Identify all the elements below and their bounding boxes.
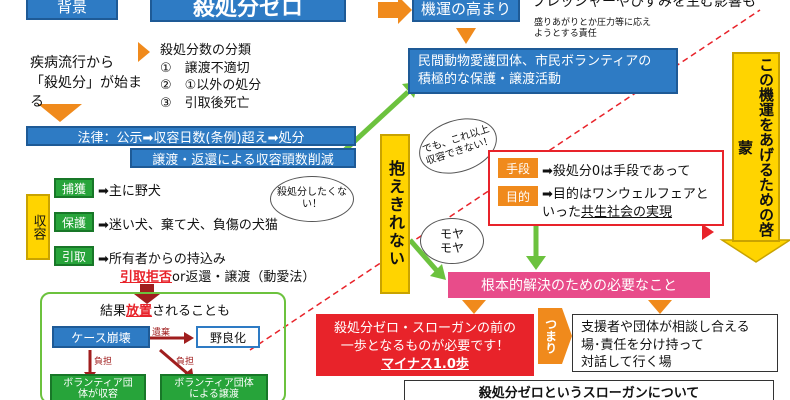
bubble-moya: モヤ モヤ (420, 218, 484, 264)
classification-item-3: ③ 引取後死亡 (160, 95, 250, 111)
feral-box: 野良化 (196, 326, 260, 348)
green-arrow-head-root (430, 264, 446, 280)
result-pre: 結果 (100, 304, 127, 319)
classification-item-1: ① 譲渡不適切 (160, 60, 250, 76)
refusal-text: 引取拒否 (120, 270, 173, 285)
classification-title: 殺処分数の分類 (160, 43, 252, 58)
protect-text: ➡迷い犬、棄て犬、負傷の犬猫 (98, 218, 278, 233)
result-text: 結果放置されることも (100, 300, 230, 319)
pressure-text: プレッシャーやひずみを生む影響も (532, 0, 756, 10)
means-label: 手段 (498, 158, 538, 178)
banner-arrow-head (719, 239, 790, 263)
volunteer-shelter-line-2: 体が収容 (78, 389, 118, 400)
take-label: 引取 (54, 246, 94, 266)
capture-label: 捕獲 (54, 178, 94, 198)
arrow-line-transfer (159, 348, 189, 376)
bottom-title: 殺処分ゼロというスローガンについて (404, 380, 774, 400)
result-em: 放置 (126, 304, 153, 319)
ngo-line-2: 積極的な保護・譲渡活動 (418, 72, 562, 88)
support-box: 支援者や団体が相談し合える 場･責任を分け持って 対話して行く場 (572, 314, 778, 372)
vertical-overload-label: 抱えきれない (380, 134, 410, 294)
goal-text: ➡目的はワンウェルフェアと いった共生社会の実現 (542, 186, 709, 222)
support-line-1: 支援者や団体が相談し合える (581, 320, 750, 335)
burden-label-2: 負担 (176, 357, 195, 367)
support-line-2: 場･責任を分け持って (581, 337, 704, 353)
volunteer-transfer-box: ボランティア団体 による譲渡 (160, 374, 268, 400)
goal-line-2-pre: いった (542, 205, 582, 221)
tsumari-label: つまり (543, 318, 558, 354)
volunteer-transfer-line-1: ボランティア団体 (174, 377, 254, 389)
orange-arrow-slogan (462, 300, 486, 314)
law-bar: 法律：公示➡収容日数(条例)超え➡処分 (26, 126, 356, 146)
orange-arrow-classification (138, 42, 150, 62)
abandon-label: 遺棄 (152, 328, 171, 338)
slogan-box: 殺処分ゼロ・スローガンの前の 一歩となるものが必要です！ マイナス1.0歩 (316, 314, 534, 376)
volunteer-shelter-box: ボランティア団 体が収容 (50, 374, 146, 400)
tsumari-arrow-shape (538, 308, 572, 364)
goal-label: 目的 (498, 186, 538, 206)
pressure-note: 盛りあがりとか圧力等に応えようとする責任 (534, 18, 652, 39)
origin-line-1: 疾病流行から (30, 55, 114, 71)
orange-arrow-momentum (378, 0, 412, 24)
origin-line-3: る (30, 94, 44, 111)
burden-label-1: 負担 (94, 357, 113, 367)
green-arrow-line-root (408, 238, 440, 274)
volunteer-shelter-line-1: ボランティア団 (63, 377, 133, 389)
result-panel (40, 292, 286, 400)
case-collapse-box: ケース崩壊 (52, 326, 150, 348)
red-arrow-result (134, 284, 160, 304)
momentum-label: 機運の高まり (412, 0, 520, 22)
volunteer-transfer-line-2: による譲渡 (189, 389, 239, 400)
background-label: 背景 (26, 0, 118, 20)
support-line-3: 対話して行く場 (581, 355, 672, 371)
awareness-banner: この機運をあげるための啓蒙 (732, 52, 780, 242)
arrow-head-feral (184, 332, 194, 344)
orange-arrow-ngo (456, 28, 476, 44)
small-red-pointer (702, 224, 714, 240)
capture-text: ➡主に野犬 (98, 184, 161, 199)
bubble-cannot-kill: 殺処分したくない！ (270, 176, 354, 222)
origin-text: 疾病流行から 「殺処分」が始ま る (30, 54, 142, 113)
origin-line-2: 「殺処分」が始ま (30, 74, 142, 91)
green-arrow-head-goal (526, 256, 546, 270)
orange-arrow-origin (38, 104, 82, 122)
slogan-line-1: 殺処分ゼロ・スローガンの前の (333, 321, 516, 336)
ngo-box: 民間動物愛護団体、市民ボランティアの 積極的な保護・譲渡活動 (408, 48, 678, 94)
orange-arrow-support (648, 300, 672, 314)
shelter-label: 収容 (26, 194, 50, 260)
refusal-rest: or返還・譲渡（動愛法） (172, 270, 316, 285)
root-solution-box: 根本的解決のための必要なこと (448, 272, 710, 298)
goal-line-1: ➡目的はワンウェルフェアと (542, 187, 709, 202)
classification-block: 殺処分数の分類 ① 譲渡不適切 ② ①以外の処分 ③ 引取後死亡 (160, 42, 261, 112)
minus-step-label: マイナス1.0歩 (381, 357, 469, 373)
means-text: ➡殺処分0は手段であって (542, 164, 691, 179)
classification-item-2: ② ①以外の処分 (160, 78, 262, 94)
result-post: されることも (152, 304, 231, 319)
moya-line-1: モヤ (439, 226, 464, 241)
refusal-line: 引取拒否or返還・譲渡（動愛法） (120, 266, 315, 285)
protect-label: 保護 (54, 212, 94, 232)
ngo-line-1: 民間動物愛護団体、市民ボランティアの (418, 54, 652, 69)
moya-line-2: モヤ (439, 241, 464, 255)
goal-line-2-em: 共生社会の実現 (581, 205, 673, 221)
main-title: 殺処分ゼロ (150, 0, 346, 22)
reduction-bar: 譲渡・返還による収容頭数削減 (130, 148, 356, 168)
slogan-line-2: 一歩となるものが必要です！ (340, 339, 510, 355)
take-text: ➡所有者からの持込み (98, 252, 226, 267)
